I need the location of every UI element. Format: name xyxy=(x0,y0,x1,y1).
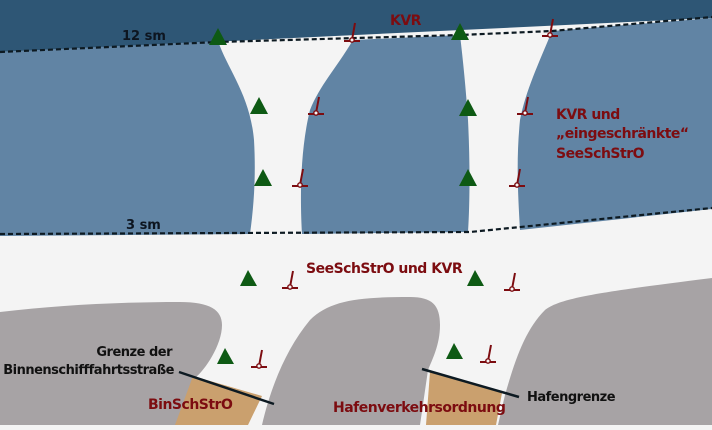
green-triangle-buoy-icon xyxy=(459,169,477,186)
zone-inner-sea-middle xyxy=(300,35,470,234)
land-right xyxy=(498,278,712,425)
red-spar-buoy-icon xyxy=(308,96,324,116)
label-zone-coastal: SeeSchStrO und KVR xyxy=(306,261,463,277)
harbour-boundary-line xyxy=(421,367,520,399)
red-spar-buoy-icon xyxy=(344,22,360,43)
label-inland-boundary-line2: Binnenschifffahrtsstraße xyxy=(3,363,174,378)
red-spar-buoy-icon xyxy=(509,168,525,188)
zone-outer-sea xyxy=(0,0,712,52)
label-zone-middle-line2: „eingeschränkte“ xyxy=(556,126,689,142)
green-triangle-buoy-icon xyxy=(217,348,234,364)
land-middle xyxy=(262,297,440,425)
starboard-buoy-markers xyxy=(209,23,484,364)
label-zone-middle-line3: SeeSchStrO xyxy=(556,146,645,162)
red-spar-buoy-icon xyxy=(251,349,267,369)
label-inland-boundary-line1: Grenze der xyxy=(96,345,173,360)
label-zone-outer: KVR xyxy=(390,13,422,29)
red-spar-buoy-icon xyxy=(480,344,496,364)
green-triangle-buoy-icon xyxy=(250,97,268,114)
green-triangle-buoy-icon xyxy=(459,99,477,116)
label-zone-harbour: Hafenverkehrsordnung xyxy=(333,400,505,416)
green-triangle-buoy-icon xyxy=(254,169,272,186)
green-triangle-buoy-icon xyxy=(240,270,257,286)
boundary-3nm xyxy=(0,206,712,236)
zone-inland-waterway xyxy=(175,376,262,425)
green-triangle-buoy-icon xyxy=(451,23,469,40)
green-triangle-buoy-icon xyxy=(467,270,484,286)
label-12nm: 12 sm xyxy=(122,29,166,44)
inland-waterway-boundary-line xyxy=(178,370,275,406)
green-triangle-buoy-icon xyxy=(209,28,227,45)
red-spar-buoy-icon xyxy=(504,272,520,292)
land-left xyxy=(0,302,222,425)
label-3nm: 3 sm xyxy=(126,218,161,233)
zone-inner-sea-left xyxy=(0,41,255,236)
label-zone-middle-line1: KVR und xyxy=(556,107,620,123)
red-spar-buoy-icon xyxy=(542,18,558,38)
red-spar-buoy-icon xyxy=(282,270,298,290)
port-buoy-markers xyxy=(251,18,558,369)
label-zone-inland: BinSchStrO xyxy=(148,397,233,413)
red-spar-buoy-icon xyxy=(517,96,533,116)
zone-inner-sea-right xyxy=(517,18,712,230)
label-harbour-boundary: Hafengrenze xyxy=(527,390,616,405)
green-triangle-buoy-icon xyxy=(446,343,463,359)
red-spar-buoy-icon xyxy=(292,168,308,188)
zone-harbour xyxy=(426,372,502,425)
